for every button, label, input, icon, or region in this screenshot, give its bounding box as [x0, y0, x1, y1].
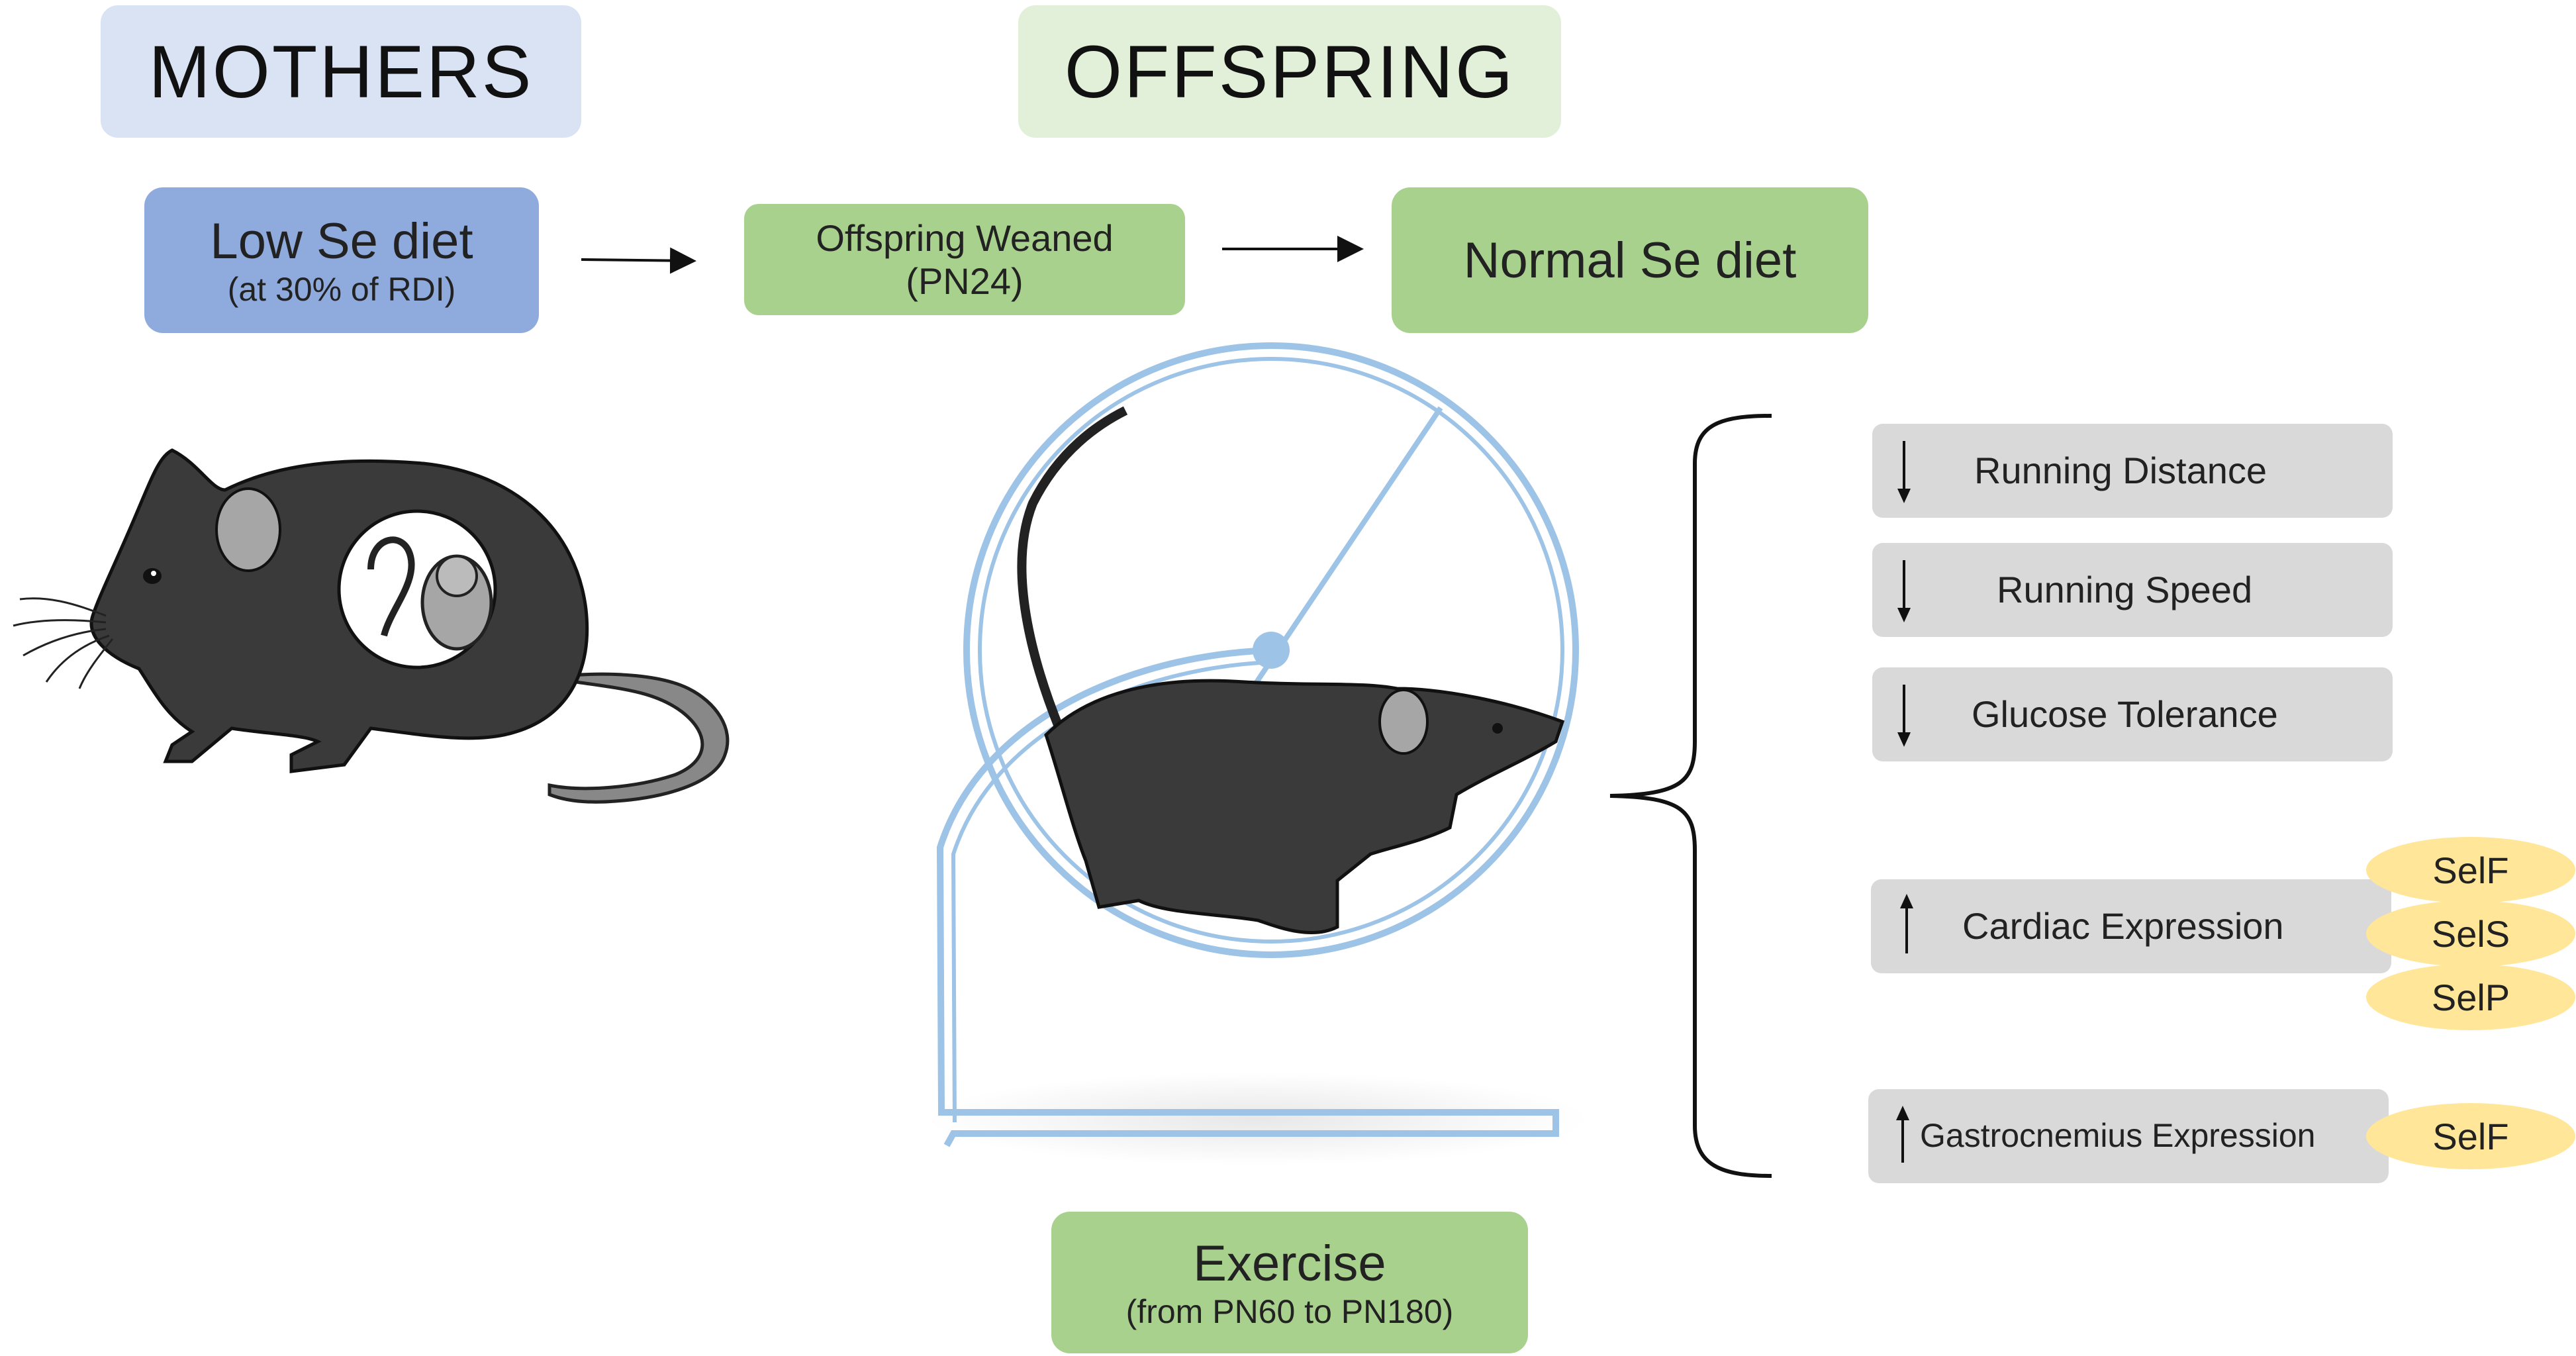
offspring-weaned-box: Offspring Weaned (PN24) — [744, 204, 1185, 315]
offspring-header: OFFSPRING — [1018, 5, 1561, 138]
arrow-diet-to-weaned — [581, 247, 696, 274]
marker-gastrocnemius-self: SelF — [2366, 1103, 2575, 1169]
arrow-up-gastrocnemius-expression — [1896, 1106, 1909, 1163]
outcome-gastrocnemius-expression — [1868, 1089, 2389, 1183]
marker-cardiac-sels: SelS — [2366, 900, 2575, 967]
marker-gastrocnemius-self-label: SelF — [2432, 1115, 2509, 1157]
marker-cardiac-selp-label: SelP — [2431, 976, 2510, 1018]
outcome-label-running-distance: Running Distance — [1974, 450, 2267, 491]
outcome-label-running-speed: Running Speed — [1997, 569, 2253, 610]
arrow-up-cardiac-expression — [1900, 894, 1913, 953]
outcome-label-gastrocnemius-expression: Gastrocnemius Expression — [1920, 1117, 2316, 1154]
low-se-diet-subtitle: (at 30% of RDI) — [227, 270, 456, 308]
outcome-running-speed — [1872, 543, 2393, 637]
offspring-weaned-subtitle: (PN24) — [906, 260, 1024, 302]
outcome-label-cardiac-expression: Cardiac Expression — [1962, 905, 2284, 947]
arrow-down-running-speed — [1897, 560, 1911, 622]
arrow-down-glucose-tolerance — [1897, 685, 1911, 747]
outcome-label-glucose-tolerance: Glucose Tolerance — [1972, 693, 2278, 735]
offspring-header-label: OFFSPRING — [1064, 30, 1515, 113]
marker-cardiac-self: SelF — [2366, 837, 2575, 903]
mothers-header: MOTHERS — [101, 5, 581, 138]
normal-se-diet-title: Normal Se diet — [1463, 232, 1797, 289]
normal-se-diet-box: Normal Se diet — [1392, 187, 1868, 333]
arrow-down-running-distance — [1897, 441, 1911, 503]
exercise-wheel-illustration — [927, 342, 1589, 1165]
exercise-subtitle: (from PN60 to PN180) — [1125, 1292, 1454, 1330]
marker-cardiac-self-label: SelF — [2432, 849, 2509, 891]
low-se-diet-box: Low Se diet (at 30% of RDI) — [144, 187, 539, 333]
outcome-cardiac-expression — [1871, 879, 2391, 973]
offspring-weaned-title: Offspring Weaned — [816, 217, 1114, 259]
mothers-header-label: MOTHERS — [148, 30, 534, 113]
marker-cardiac-selp: SelP — [2366, 964, 2575, 1030]
marker-cardiac-sels-label: SelS — [2431, 912, 2510, 955]
results-brace — [1609, 414, 1772, 1178]
offspring-mouse-illustration — [1017, 406, 1565, 935]
outcome-glucose-tolerance — [1872, 667, 2393, 761]
exercise-box: Exercise (from PN60 to PN180) — [1051, 1212, 1528, 1353]
mother-mouse-illustration — [13, 448, 730, 804]
outcome-running-distance — [1872, 424, 2393, 518]
low-se-diet-title: Low Se diet — [210, 213, 473, 269]
exercise-title: Exercise — [1193, 1235, 1386, 1292]
